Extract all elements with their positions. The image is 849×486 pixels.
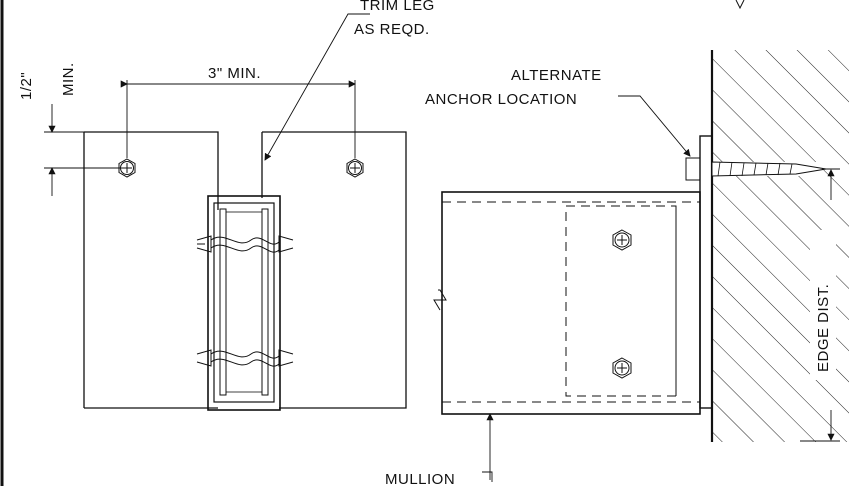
mullion-leader-tail xyxy=(482,471,493,482)
right-view: ALTERNATE ANCHOR LOCATION EDGE DIST. MUL… xyxy=(385,0,849,486)
dimension-half-inch xyxy=(44,104,122,196)
alternate-label-line1: ALTERNATE xyxy=(511,67,602,84)
alternate-anchor-leader xyxy=(618,95,691,157)
trim-leg-leader xyxy=(264,13,370,161)
anchor-clip xyxy=(699,135,713,409)
trim-leg-label-line1: TRIM LEG xyxy=(360,0,435,14)
edge-dist-label: EDGE DIST. xyxy=(815,284,832,372)
fastener-icon xyxy=(196,235,294,253)
left-plate xyxy=(83,131,219,409)
min-label-vertical: MIN. xyxy=(60,62,77,96)
dimension-three-inch xyxy=(120,80,356,158)
mullion-label: MULLION xyxy=(385,471,455,486)
alternate-label-line2: ANCHOR LOCATION xyxy=(425,91,577,108)
right-plate xyxy=(261,131,407,409)
fastener-icon xyxy=(196,349,294,367)
half-inch-label: 1/2" xyxy=(18,72,35,100)
left-view: 3" MIN. 1/2" MIN. TRIM LEG AS REQD. xyxy=(18,0,435,411)
anchor-screw-icon xyxy=(685,157,827,181)
dimension-edge-dist xyxy=(800,168,840,442)
mullion-section xyxy=(207,195,281,411)
three-inch-min-label: 3" MIN. xyxy=(208,65,261,82)
partial-arrow-mark xyxy=(735,0,745,10)
bolt-icon xyxy=(612,357,632,379)
mullion-side-view xyxy=(433,191,701,415)
bolt-icon xyxy=(612,229,632,251)
bolt-icon xyxy=(346,158,364,178)
trim-leg-label-line2: AS REQD. xyxy=(354,21,430,38)
